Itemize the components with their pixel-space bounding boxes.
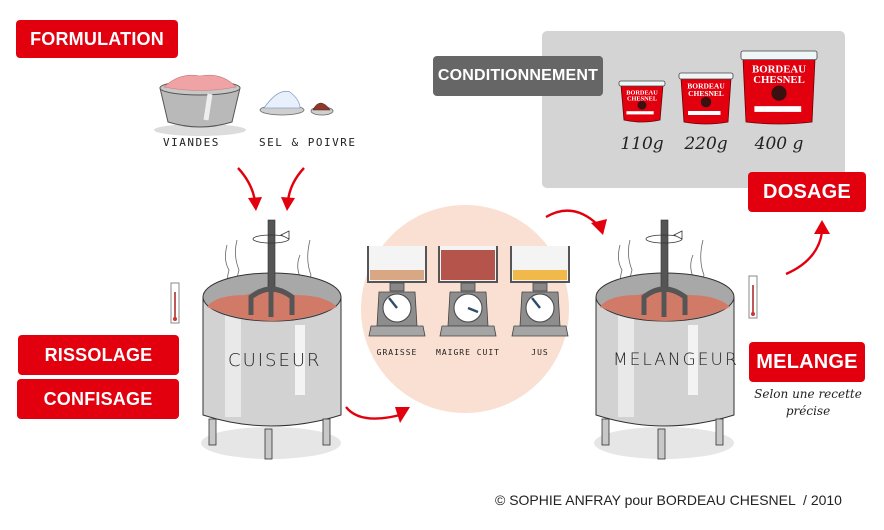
salt-pepper-icon bbox=[259, 90, 334, 116]
svg-text:BORDEAU: BORDEAU bbox=[752, 63, 806, 75]
stage-rissolage: RISSOLAGE bbox=[18, 335, 179, 375]
cooker-label: CUISEUR bbox=[228, 350, 322, 371]
tub-size-label: 110g bbox=[620, 134, 664, 154]
mixer-label: MELANGEUR bbox=[613, 350, 739, 370]
arrow-into-cooker-right bbox=[281, 167, 305, 211]
stage-dosage: DOSAGE bbox=[748, 172, 866, 212]
scale-maigre-cuit bbox=[438, 246, 498, 337]
cooker-vessel bbox=[201, 219, 342, 460]
stage-confisage: CONFISAGE bbox=[17, 379, 179, 419]
scale-jus bbox=[510, 246, 570, 337]
svg-text:CHESNEL: CHESNEL bbox=[753, 74, 805, 86]
svg-text:CHESNEL: CHESNEL bbox=[688, 89, 724, 98]
ingredient-label-sel-poivre: SEL & POIVRE bbox=[259, 136, 357, 149]
arrow-mixer-to-dosage bbox=[785, 220, 830, 276]
arrow-cooker-to-scales bbox=[345, 406, 410, 423]
scale-label: MAIGRE CUIT bbox=[436, 348, 500, 357]
credit-text: © SOPHIE ANFRAY pour BORDEAU CHESNEL / 2… bbox=[495, 492, 842, 508]
arrow-into-cooker-left bbox=[237, 167, 262, 211]
stage-conditionnement: CONDITIONNEMENT bbox=[433, 56, 603, 96]
melange-note-line1: Selon une recette bbox=[754, 387, 862, 401]
melange-note-line2: précise bbox=[785, 404, 831, 418]
thermometer-icon bbox=[748, 275, 758, 319]
scale-label: GRAISSE bbox=[376, 348, 418, 357]
ingredient-label-viandes: VIANDES bbox=[163, 136, 220, 149]
mixer-vessel bbox=[594, 219, 735, 460]
tub-size-label: 220g bbox=[684, 134, 728, 154]
svg-text:BORDEAU: BORDEAU bbox=[687, 82, 725, 91]
stage-melange: MELANGE bbox=[749, 342, 865, 382]
arrow-scales-to-mixer bbox=[545, 209, 607, 235]
svg-text:BORDEAU: BORDEAU bbox=[626, 89, 658, 96]
svg-text:CHESNEL: CHESNEL bbox=[627, 96, 657, 103]
tub-size-label: 400 g bbox=[754, 134, 804, 154]
stage-formulation: FORMULATION bbox=[16, 20, 178, 58]
scale-graisse bbox=[367, 246, 427, 337]
scale-label: JUS bbox=[531, 348, 549, 357]
meat-bowl-icon bbox=[154, 74, 246, 136]
thermometer-icon bbox=[170, 282, 180, 324]
